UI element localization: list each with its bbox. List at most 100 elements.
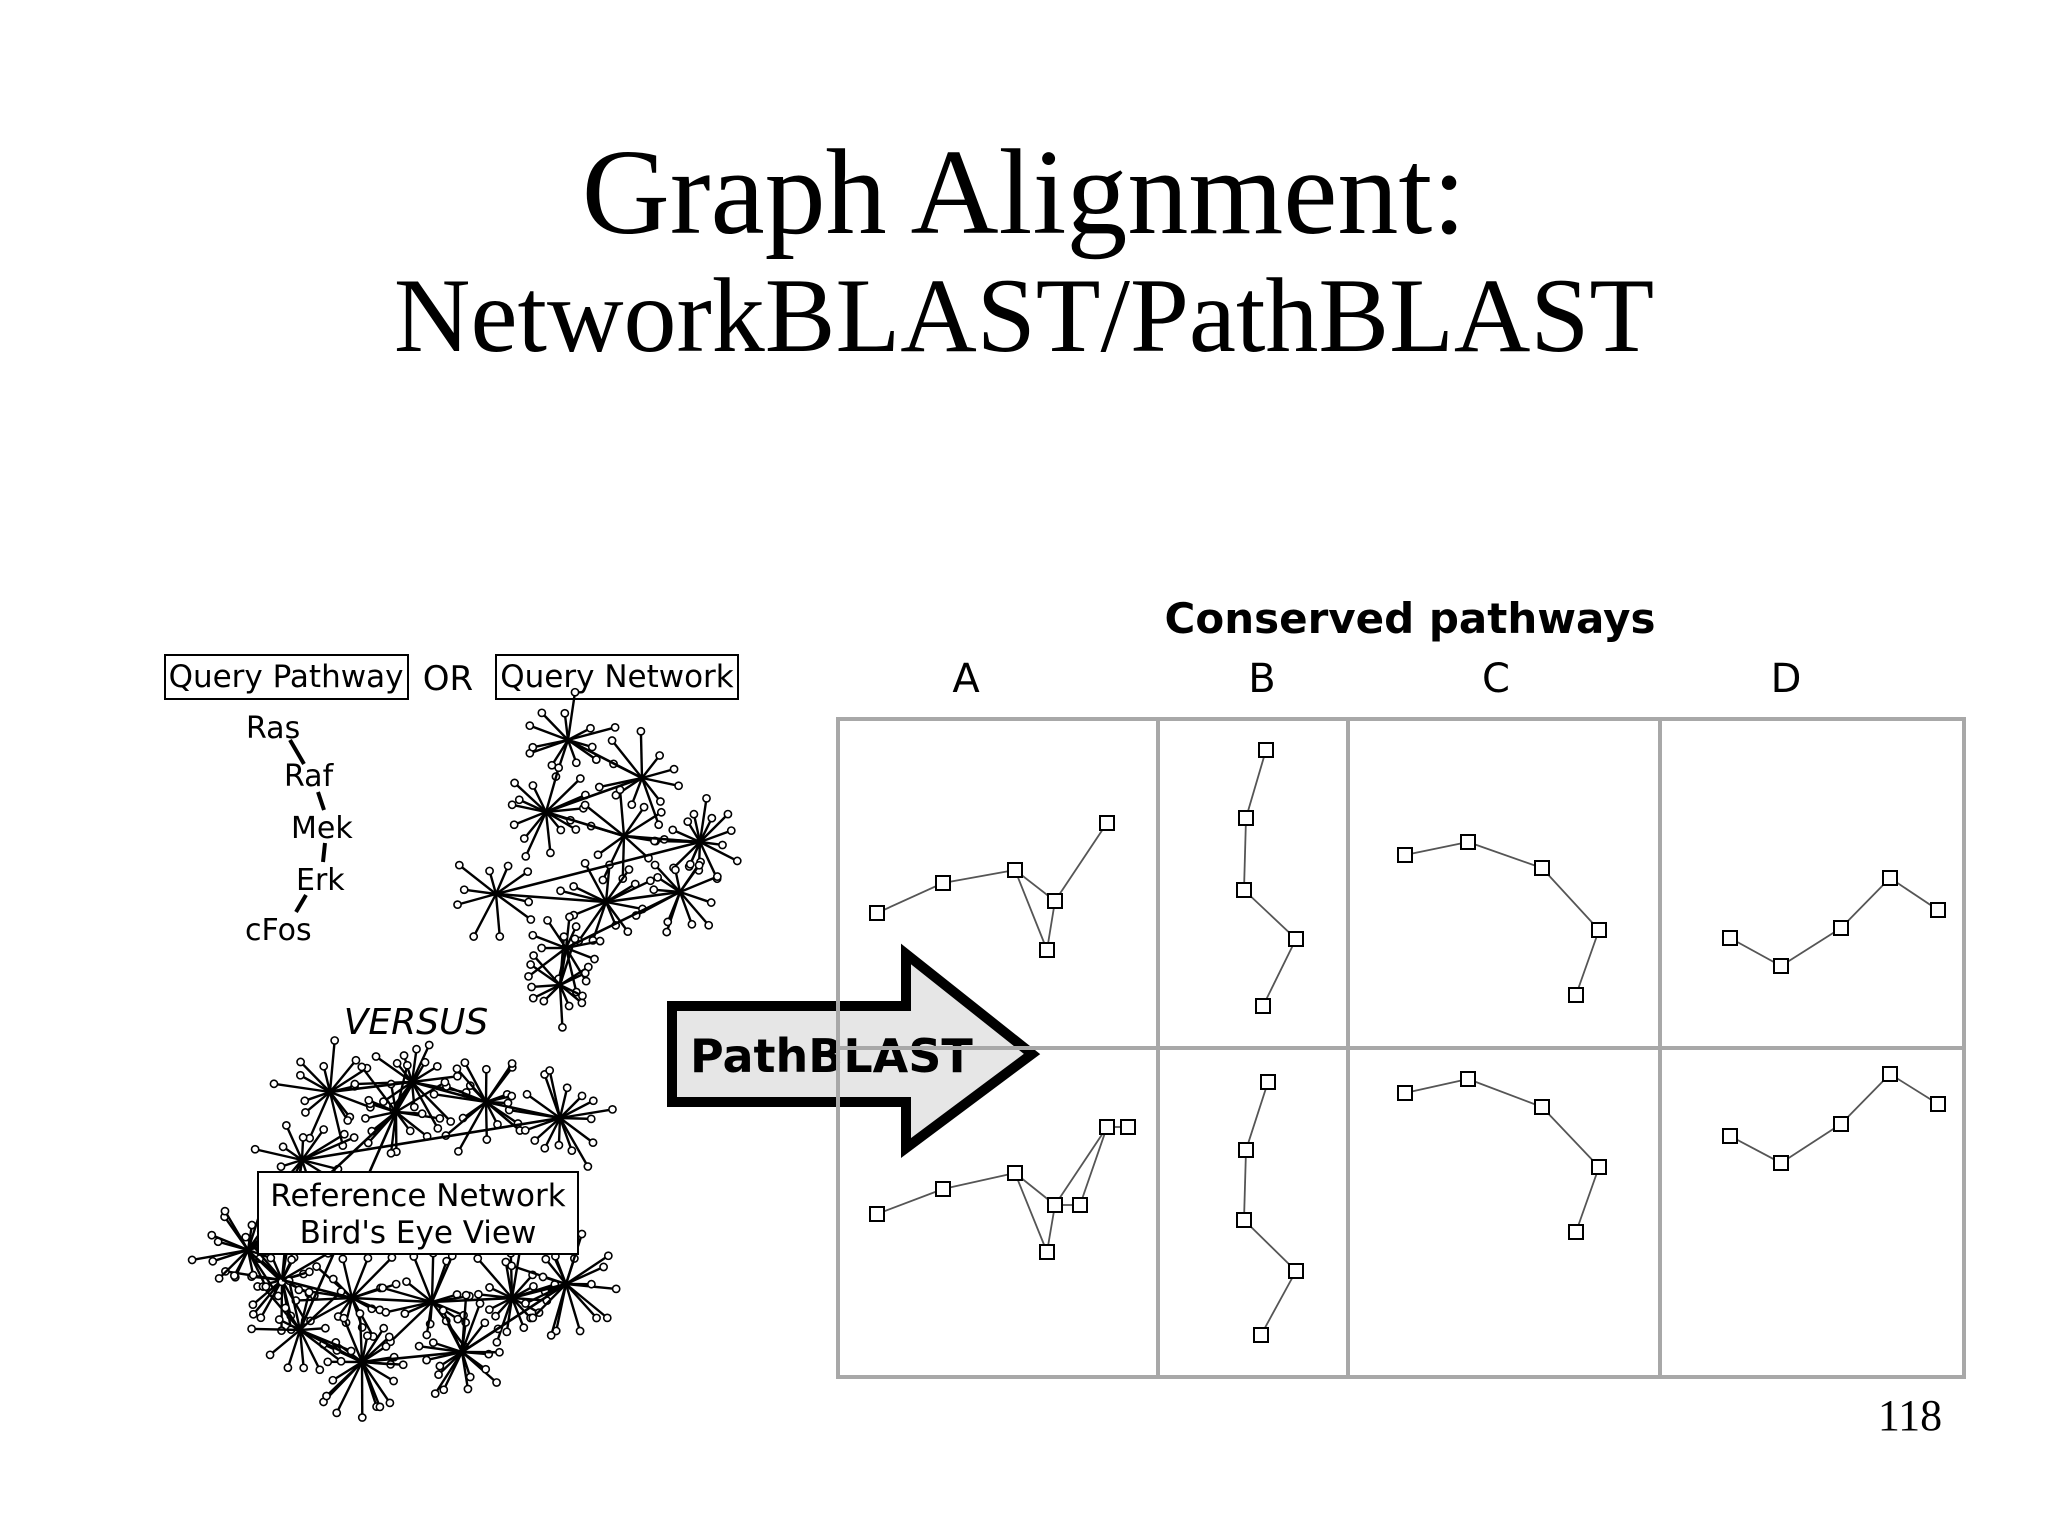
network-node [556, 825, 566, 835]
network-node [389, 1376, 399, 1386]
network-edge [524, 811, 548, 857]
network-edge [430, 1253, 435, 1303]
network-edge [584, 804, 625, 837]
network-edge [545, 776, 643, 814]
pathway-edge [1243, 889, 1297, 940]
network-node [439, 1385, 449, 1395]
network-node [520, 1125, 530, 1135]
network-edge [299, 1328, 363, 1364]
network-node [474, 1289, 483, 1299]
network-edge [389, 1301, 433, 1343]
query-section: Query Pathway OR Query Network [164, 654, 739, 700]
network-edge [678, 891, 694, 925]
reference-network-graph [187, 1036, 621, 1422]
network-edge [679, 891, 710, 927]
network-node [453, 1314, 463, 1324]
network-node [463, 1384, 473, 1394]
pathway-node [1260, 1074, 1276, 1090]
network-node [492, 1337, 502, 1347]
network-node [602, 1313, 612, 1323]
network-node [723, 809, 733, 819]
network-node [294, 1285, 304, 1295]
network-edge [411, 1075, 458, 1084]
network-edge [269, 1329, 301, 1356]
network-edge [442, 1309, 464, 1353]
network-edge [212, 1248, 249, 1263]
network-edge [679, 890, 712, 904]
column-header-c: C [1482, 656, 1510, 702]
pathway-edge [1243, 1149, 1247, 1221]
network-edge [247, 1249, 283, 1283]
pathway-edge [1243, 1219, 1297, 1272]
network-edge [509, 1253, 514, 1299]
network-node [586, 723, 595, 733]
network-edge [641, 767, 675, 780]
network-edge [544, 1258, 567, 1285]
network-node [385, 1398, 395, 1408]
network-node [578, 991, 587, 1001]
network-node [653, 872, 663, 882]
network-edge [360, 1327, 385, 1363]
network-node [712, 872, 722, 881]
network-edge [350, 1297, 375, 1338]
network-edge [545, 810, 577, 831]
network-edge [361, 1360, 395, 1383]
network-node [521, 1299, 530, 1308]
pathway-node [1460, 1071, 1476, 1087]
network-node [610, 723, 620, 732]
network-edge [513, 782, 547, 813]
network-edge [692, 813, 702, 843]
network-node [266, 1253, 276, 1263]
network-edge [325, 1361, 363, 1397]
network-edge [623, 835, 650, 860]
network-node [571, 922, 581, 931]
network-edge [639, 731, 644, 779]
network-node [429, 1089, 439, 1099]
network-edge [531, 784, 548, 813]
network-edge [251, 1327, 301, 1332]
network-edge [605, 901, 629, 933]
network-edge [304, 1091, 331, 1114]
network-edge [358, 1313, 364, 1363]
network-edge [559, 1117, 594, 1144]
network-edge [329, 1059, 357, 1093]
network-node [562, 1083, 572, 1093]
network-node [384, 1332, 394, 1342]
network-edge [604, 864, 611, 903]
pathway-node [1722, 1128, 1738, 1144]
pathway-node [1288, 1263, 1304, 1279]
pathway-edge [294, 893, 308, 914]
pathway-node [869, 905, 885, 921]
network-node [507, 800, 517, 810]
network-edge [287, 1280, 302, 1331]
network-node [250, 1144, 260, 1154]
network-node [683, 817, 693, 827]
network-edge [672, 828, 701, 844]
network-edge [529, 724, 569, 742]
query-pathway-box [164, 654, 409, 700]
pathway-edge [1575, 929, 1600, 996]
network-node [522, 1089, 532, 1099]
network-edge [329, 1067, 368, 1094]
network-node [247, 1324, 256, 1334]
pathway-node [1833, 1116, 1849, 1132]
network-edge [412, 1256, 434, 1303]
network-node [283, 1363, 293, 1373]
network-edge [191, 1248, 249, 1262]
network-edge [394, 1064, 409, 1113]
network-edge [548, 1070, 562, 1119]
query-pathway [288, 738, 327, 914]
network-node [481, 1364, 491, 1374]
network-edge [529, 963, 561, 986]
pathway-node [1930, 1096, 1946, 1112]
network-node [484, 1305, 494, 1314]
network-node [523, 867, 533, 877]
network-edge [485, 1100, 561, 1120]
arrow-label: PathBLAST [690, 1029, 973, 1083]
network-edge [494, 893, 501, 937]
pathway-node [1568, 1224, 1584, 1240]
network-edge [410, 1081, 439, 1129]
network-node [256, 1313, 266, 1323]
network-node [519, 834, 529, 843]
network-node [594, 782, 604, 792]
